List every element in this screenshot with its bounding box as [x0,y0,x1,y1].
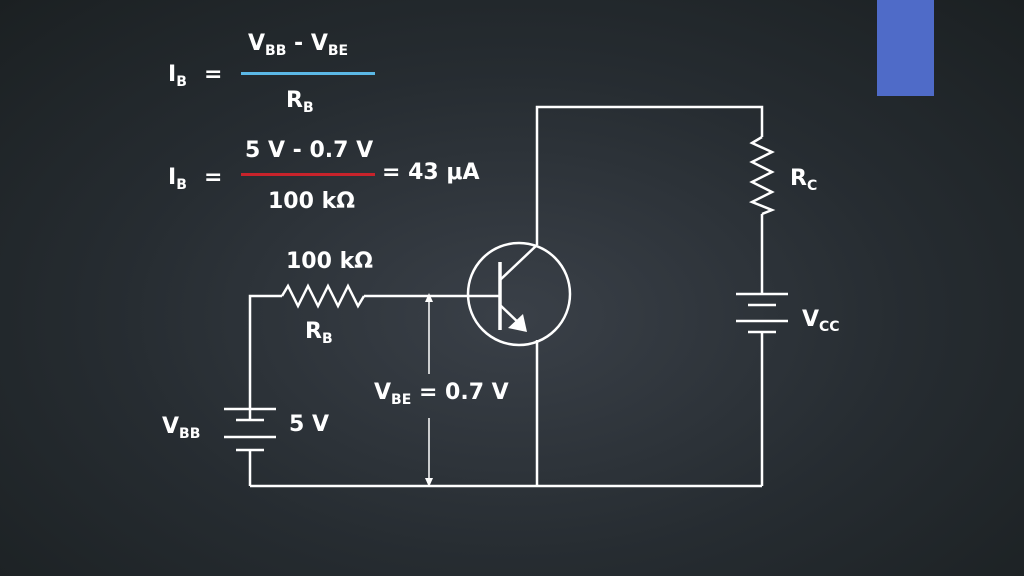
formula1-numerator: VBB - VBE [248,31,349,59]
wire-left-top [248,294,282,420]
formula2-denominator: 100 kΩ [268,189,355,214]
transistor-emitter-arrow [508,314,527,332]
rc-label: RC [790,166,818,194]
vcc-label: VCC [802,307,840,335]
formula2-lhs: IB [168,165,187,193]
vbe-arrowhead-bottom [425,478,433,487]
vbb-value-label: 5 V [289,412,329,437]
formula1-lhs: IB [168,62,187,90]
accent-block [877,0,934,96]
formula2-numerator: 5 V - 0.7 V [245,138,374,163]
vbe-label: VBE = 0.7 V [374,380,509,408]
rb-value-label: 100 kΩ [286,249,373,274]
formula1-equals: = [204,62,223,87]
resistor-rb [280,283,366,309]
formula2-result: = 43 μA [382,160,480,185]
formula2-fraction-line [241,173,375,176]
formula1-fraction-line [241,72,375,75]
formula1-denominator: RB [286,88,314,116]
formula2-equals: = [204,165,223,190]
vbb-label: VBB [162,414,201,442]
transistor-collector-lead [499,244,538,281]
rb-label: RB [305,319,333,347]
resistor-rc [748,135,776,216]
vbe-arrowhead-top [425,293,433,302]
transistor-circle [466,241,572,347]
wire-collector [535,105,764,245]
circuit-wires [224,105,788,488]
